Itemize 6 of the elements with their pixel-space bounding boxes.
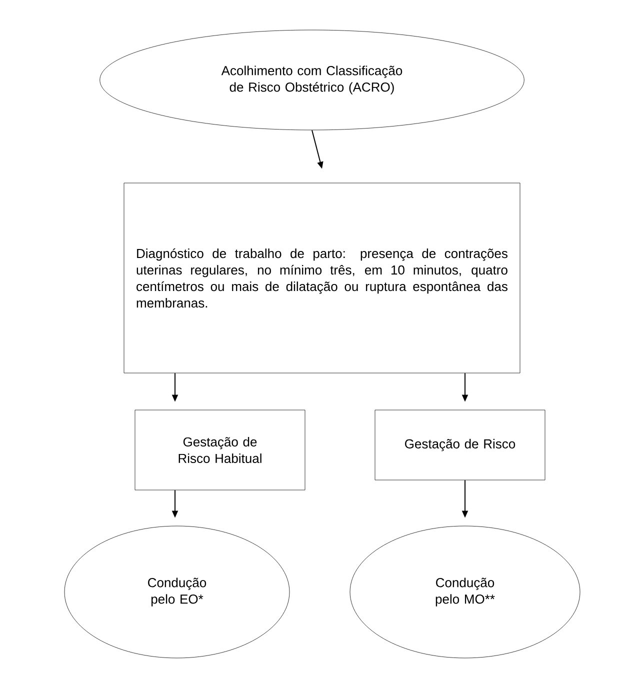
process-box: Gestação de Risco Habitual [134, 410, 306, 490]
process-box: Diagnóstico de trabalho de parto: presença de contrações uterinas regulares, no mínimo três, em 10 minutos, quatro centímetros ou mais de dilatação ou ruptura espontânea das membranas. [124, 182, 520, 374]
ellipse-node: Condução pelo EO* [64, 526, 290, 658]
ellipse-node: Acolhimento com Classificação de Risco Obstétrico (ACRO) [100, 30, 524, 130]
ellipse-node: Condução pelo MO** [350, 526, 580, 658]
process-box: Gestação de Risco [374, 410, 546, 480]
